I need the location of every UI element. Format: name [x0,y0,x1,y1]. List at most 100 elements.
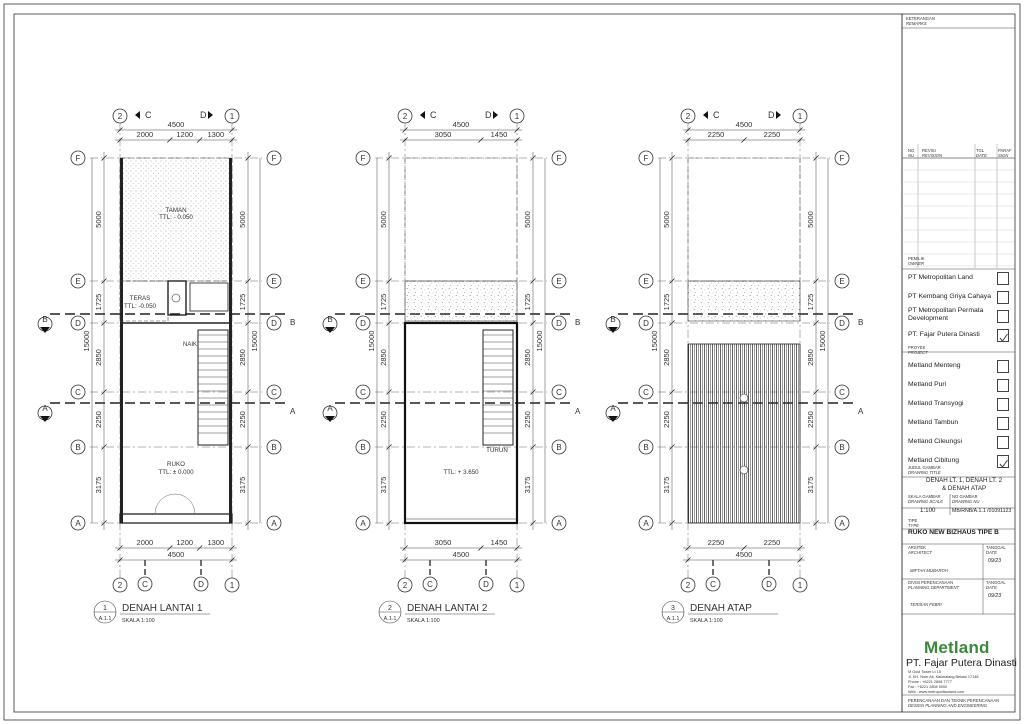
project-checkbox[interactable] [997,436,1009,449]
dim-left-4: 3175 [379,477,388,494]
dim-right-3: 2250 [806,411,815,428]
project-checkbox[interactable] [997,360,1009,373]
grid-bubble-right-E-label: E [556,277,561,286]
dim-top-0: 3050 [435,130,452,139]
dim-tick-bottom-1 [478,545,484,551]
dim-right-4: 3175 [238,477,247,494]
dim-vtick-left-2 [386,320,392,326]
dim-top-1: 2250 [764,130,781,139]
architect-sub: ARCHITECT [908,550,932,555]
project-checkbox[interactable] [997,398,1009,411]
section-arrow-B [325,327,335,333]
dim-left-2: 2850 [662,349,671,366]
grid-bubble-right-C-circle [834,384,850,400]
dim-vtick-left-5 [386,520,392,526]
dim-right-1: 1725 [238,294,247,311]
company-name: PT. Fajar Putera Dinasti [906,657,1017,669]
void-garden [687,157,801,282]
section-tag-top-d: D [485,110,492,120]
architect-label: ARSITEK [908,545,926,550]
dim-total-right: 15000 [535,331,544,352]
grid-bubble-bottom-1-circle [509,577,525,593]
dim-vtick-right-4 [245,444,251,450]
grid-bubble-left-C-circle [355,384,371,400]
owner-checkbox[interactable] [997,291,1009,304]
section-bottom-d-circle [761,576,777,592]
grid-bubble-left-D-circle [70,315,86,331]
storefront [119,513,233,524]
dim-total-right: 15000 [250,331,259,352]
room-label-0: TURUN [486,447,508,454]
date-sub-1: DATE [986,550,997,555]
grid-bubble-right-E-label: E [839,277,844,286]
canopy-slab [404,280,518,322]
section-tag-top-c: C [430,110,437,120]
room-label-6: TTL: ± 0.000 [158,469,194,476]
grid-bubble-left-B-label: B [360,443,365,452]
owner-name: PT Kembang Griya Cahaya [908,293,991,300]
owner-checkbox[interactable] [997,272,1009,285]
grid-bubble-left-E-label: E [643,277,648,286]
dim-left-1: 1725 [379,294,388,311]
dim-overall-bottom: 4500 [453,550,470,559]
rev-no-sub: NU [908,153,915,158]
owner-name: PT Metropolitan Permata Development [908,307,984,322]
dim-tick-overall-top-0 [117,127,123,133]
owner-checkbox[interactable] [997,310,1009,323]
grid-bubble-right-F-circle [551,150,567,166]
grid-bubble-right-A-label: A [271,519,277,528]
grid-bubble-right-D-label: D [839,319,845,328]
project-sub: PROJECT [908,350,928,355]
dim-vtick-right-5 [530,520,536,526]
dim-tick-bottom-2 [514,545,520,551]
grid-bubble-left-A-circle [70,515,86,531]
planner-name: TERISAN FEBRI [910,602,942,607]
roof-drain-2 [739,465,749,475]
plan-sheet-ref: A.1.1 [99,616,112,622]
project-checkbox[interactable] [997,379,1009,392]
grid-bubble-right-D-label: D [556,319,562,328]
dim-vtick-left-1 [669,278,675,284]
plan-sheet-ref: A.1.1 [667,616,680,622]
dim-tick-top-1 [478,137,484,143]
project-checkbox[interactable] [997,417,1009,430]
dim-vtick-left-4 [669,444,675,450]
grid-bubble-right-F-circle [266,150,282,166]
dim-top-1: 1450 [491,130,508,139]
rev-sign-sub: SIGN [998,153,1009,158]
door-swing [174,493,196,515]
owner-checkbox[interactable] [997,329,1009,342]
section-bubble-label-A: A [610,404,616,413]
grid-bubble-right-F-label: F [840,154,845,163]
grid-bubble-left-A-label: A [75,519,81,528]
plan-scale: SKALA 1:100 [690,618,723,624]
architect-name: MIFTAH MUBAROH [910,568,948,573]
section-bottom-d-label: D [483,580,489,589]
grid-bubble-left-E-circle [70,273,86,289]
section-arrow-top-c [703,111,708,119]
dim-right-1: 1725 [523,294,532,311]
owner-name: PT. Fajar Putera Dinasti [908,331,980,338]
dim-tick-overall-bottom-0 [117,557,123,563]
remarks-label: KETERANGAN [906,16,935,21]
grid-bubble-right-E-circle [266,273,282,289]
drawing-title-line1: DENAH LT. 1, DENAH LT. 2 [926,477,1003,484]
section-arrow-A [608,416,618,422]
section-bubble-label-B: B [610,315,615,324]
project-name: Metland Transyogi [908,400,964,407]
project-checkbox[interactable] [997,455,1009,468]
kitchen-room [189,282,229,312]
grid-bubble-right-F-circle [834,150,850,166]
dim-total-right: 15000 [818,331,827,352]
dim-tick-overall-bottom-1 [229,557,235,563]
dim-right-4: 3175 [806,477,815,494]
dim-bottom-0: 2250 [708,538,725,547]
dim-left-2: 2850 [94,349,103,366]
wall-right [229,158,232,523]
dim-tick-bottom-0 [402,545,408,551]
grid-bubble-right-A-circle [834,515,850,531]
dim-vtick-left-4 [101,444,107,450]
